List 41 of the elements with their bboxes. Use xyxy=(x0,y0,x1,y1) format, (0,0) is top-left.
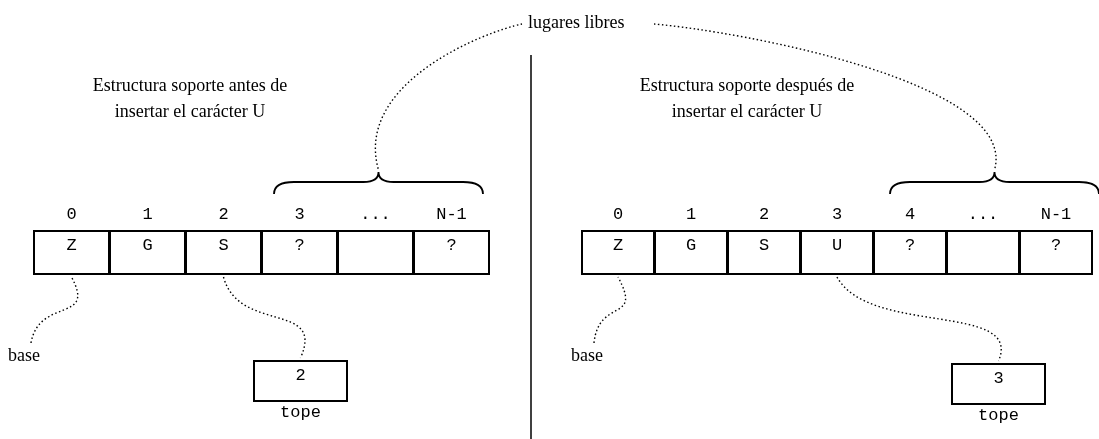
index-number: 1 xyxy=(684,205,698,224)
index-number: N-1 xyxy=(435,205,468,224)
curly-brace xyxy=(273,171,484,195)
array-cell: ? xyxy=(261,230,338,275)
array-cell: G xyxy=(109,230,186,275)
array-cell: G xyxy=(654,230,728,275)
curly-brace xyxy=(889,171,1099,195)
variable-name: tope xyxy=(279,403,322,422)
array-cell: Z xyxy=(33,230,110,275)
index-number: ... xyxy=(359,205,392,224)
text-label: base xyxy=(571,345,603,366)
text-label: lugares libres xyxy=(528,12,625,33)
array-cell: S xyxy=(727,230,801,275)
array-cell xyxy=(337,230,414,275)
array-cell: S xyxy=(185,230,262,275)
leader-line xyxy=(593,276,627,344)
heading-text: Estructura soporte después de insertar el carácter U xyxy=(638,74,856,123)
leader-line xyxy=(374,23,523,171)
leader-line xyxy=(30,276,79,344)
array-cell: ? xyxy=(873,230,947,275)
array-cell xyxy=(946,230,1020,275)
index-number: 0 xyxy=(65,205,78,224)
leader-line xyxy=(653,23,996,171)
array-cell: ? xyxy=(1019,230,1093,275)
array-cell: ? xyxy=(413,230,490,275)
text-label: base xyxy=(8,345,40,366)
value-box: 3 xyxy=(951,363,1046,405)
index-number: 4 xyxy=(903,205,917,224)
index-number: 2 xyxy=(757,205,771,224)
variable-name: tope xyxy=(977,406,1020,425)
index-number: N-1 xyxy=(1039,205,1073,224)
index-number: 3 xyxy=(293,205,306,224)
index-number: ... xyxy=(966,205,1000,224)
array-cell: Z xyxy=(581,230,655,275)
index-number: 0 xyxy=(611,205,625,224)
index-number: 1 xyxy=(141,205,154,224)
array-cell: U xyxy=(800,230,874,275)
index-number: 2 xyxy=(217,205,230,224)
index-number: 3 xyxy=(830,205,844,224)
heading-text: Estructura soporte antes de insertar el carácter U xyxy=(91,74,289,123)
value-box: 2 xyxy=(253,360,348,402)
